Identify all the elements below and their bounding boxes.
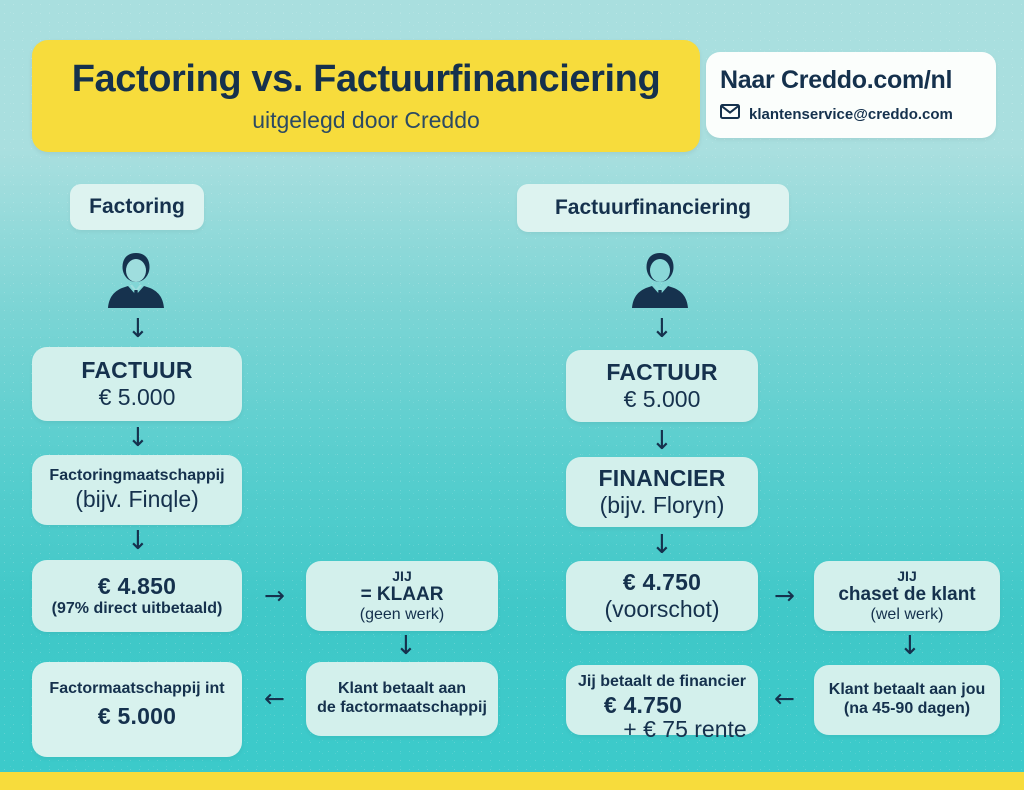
envelope-icon xyxy=(720,104,740,124)
box-line-2: de factormaatschappij xyxy=(317,699,487,716)
bottom-accent-bar xyxy=(0,772,1024,790)
section-header-factoring: Factoring xyxy=(70,184,204,230)
box-line-2: € 5.000 xyxy=(623,386,701,412)
box-line-1: FINANCIER xyxy=(598,465,726,492)
arrow-right-icon: → xyxy=(774,581,795,610)
page-title: Factoring vs. Factuurfinanciering xyxy=(71,58,661,101)
arrow-left-icon: ← xyxy=(774,684,795,713)
box-line-3: (geen werk) xyxy=(359,605,445,623)
box-factormaatschappij-int: Factormaatschappij int € 5.000 xyxy=(32,662,242,757)
page-subtitle: uitgelegd door Creddo xyxy=(252,106,480,133)
box-klant-betaalt-factormaatschappij: Klant betaalt aan de factormaatschappij xyxy=(306,662,498,736)
businessman-icon xyxy=(628,250,692,317)
box-line-1: Factormaatschappij int xyxy=(49,680,225,697)
box-financier: FINANCIER (bijv. Floryn) xyxy=(566,457,758,527)
arrow-down-icon: ↓ xyxy=(127,423,149,453)
box-line-2: (bijv. Finqle) xyxy=(75,485,199,512)
box-line-2: (voorschot) xyxy=(604,596,720,622)
arrow-right-icon: → xyxy=(264,581,285,610)
box-line-1: JIJ xyxy=(897,567,917,584)
box-jij-chaset-klant: JIJ chaset de klant (wel werk) xyxy=(814,561,1000,631)
box-line-1: € 4.750 xyxy=(622,569,702,596)
arrow-down-icon: ↓ xyxy=(899,631,921,661)
box-line-2: € 4.750 xyxy=(603,691,683,718)
box-jij-klaar: JIJ = KLAAR (geen werk) xyxy=(306,561,498,631)
box-line-1: JIJ xyxy=(392,567,412,584)
box-line-1: FACTUUR xyxy=(81,357,193,384)
email-address[interactable]: klantenservice@creddo.com xyxy=(749,105,953,123)
box-line-2: € 5.000 xyxy=(97,702,177,729)
box-voorschot-4750: € 4.750 (voorschot) xyxy=(566,561,758,631)
box-line-1: FACTUUR xyxy=(606,359,718,386)
box-line-2: = KLAAR xyxy=(360,583,444,605)
box-jij-betaalt-financier: Jij betaalt de financier € 4.750 + € 75 … xyxy=(566,665,758,742)
arrow-left-icon: ← xyxy=(264,684,285,713)
website-link[interactable]: Naar Creddo.com/nl xyxy=(720,66,953,94)
box-line-2: (na 45-90 dagen) xyxy=(843,700,971,717)
section-header-factuurfinanciering: Factuurfinanciering xyxy=(517,184,789,232)
box-line-1: Factoringmaatschappij xyxy=(49,467,225,485)
box-line-2: (bijv. Floryn) xyxy=(599,492,725,518)
box-line-1: Klant betaalt aan xyxy=(337,680,467,698)
box-klant-betaalt-jou: Klant betaalt aan jou (na 45-90 dagen) xyxy=(814,665,1000,735)
box-line-1: Jij betaalt de financier xyxy=(577,673,747,690)
arrow-down-icon: ↓ xyxy=(651,426,673,456)
contact-card: Naar Creddo.com/nl klantenservice@creddo… xyxy=(706,52,996,138)
box-factoringmaatschappij: Factoringmaatschappij (bijv. Finqle) xyxy=(32,455,242,525)
box-factuur-right: FACTUUR € 5.000 xyxy=(566,350,758,422)
box-factuur-left: FACTUUR € 5.000 xyxy=(32,347,242,421)
box-line-2: € 5.000 xyxy=(98,384,176,410)
arrow-down-icon: ↓ xyxy=(395,631,417,661)
box-line-2: chaset de klant xyxy=(838,583,976,605)
arrow-down-icon: ↓ xyxy=(651,530,673,560)
email-row[interactable]: klantenservice@creddo.com xyxy=(720,104,953,124)
box-line-2: (97% direct uitbetaald) xyxy=(51,600,223,618)
arrow-down-icon: ↓ xyxy=(651,314,673,344)
box-line-3: + € 75 rente xyxy=(623,716,747,743)
arrow-down-icon: ↓ xyxy=(127,526,149,556)
box-bedrag-4850: € 4.850 (97% direct uitbetaald) xyxy=(32,560,242,632)
businessman-icon xyxy=(104,250,168,317)
box-line-1: € 4.850 xyxy=(97,573,177,600)
box-line-3: (wel werk) xyxy=(870,605,944,623)
title-card: Factoring vs. Factuurfinanciering uitgel… xyxy=(32,40,700,152)
arrow-down-icon: ↓ xyxy=(127,314,149,344)
box-line-1: Klant betaalt aan jou xyxy=(828,681,986,699)
